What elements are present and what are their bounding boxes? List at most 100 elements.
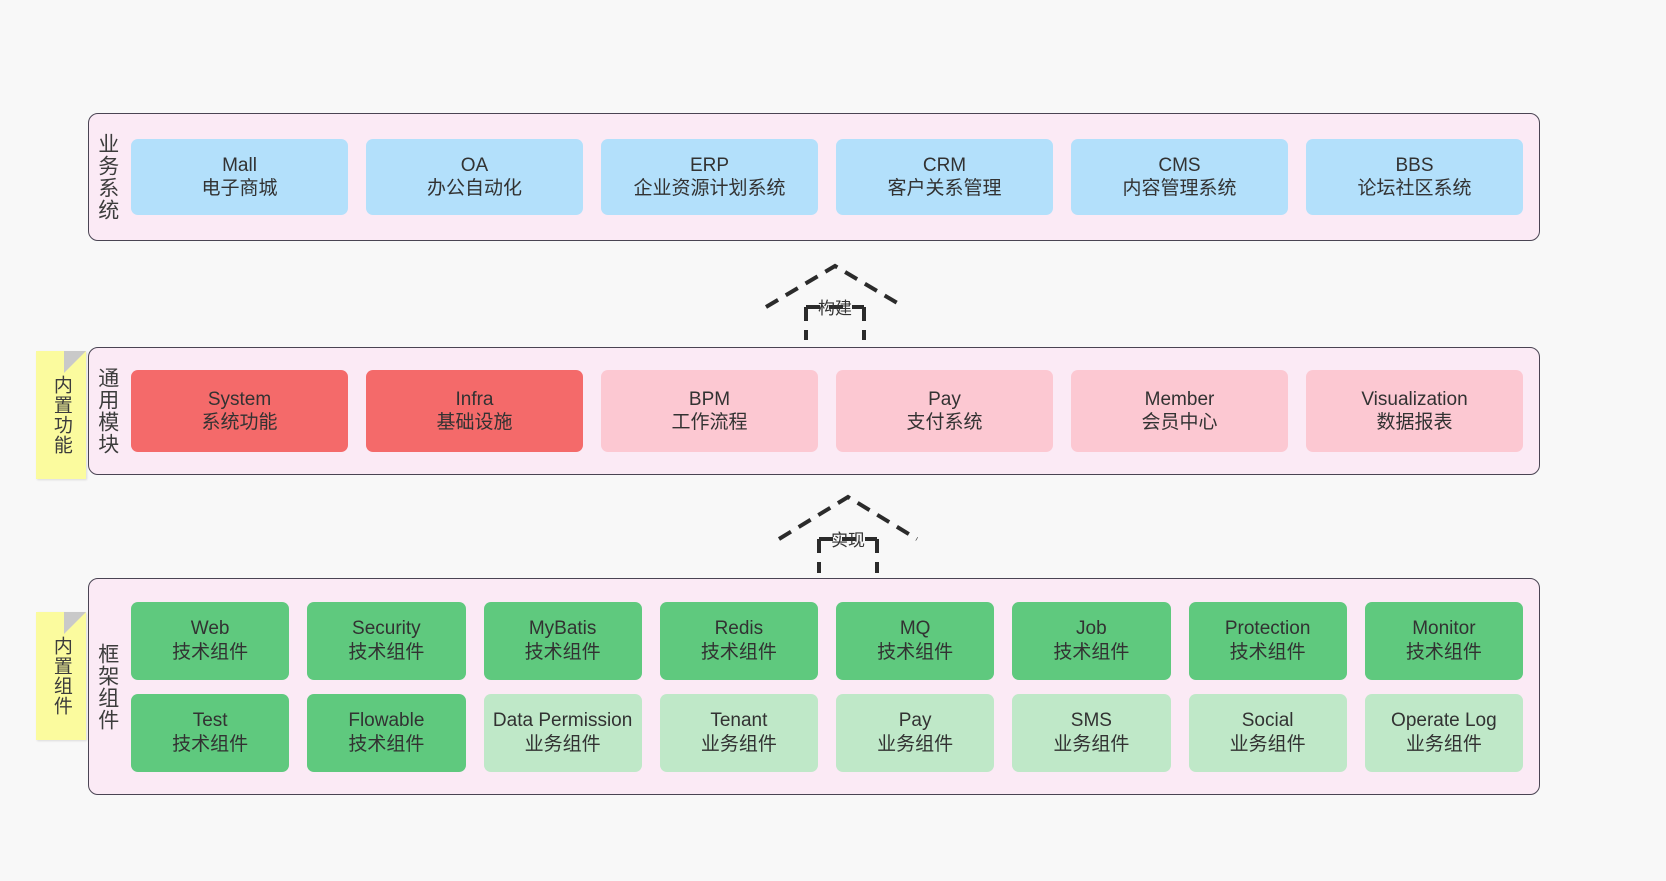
cell-security[interactable]: Security 技术组件	[307, 601, 466, 680]
connector-label-build: 构建	[818, 299, 852, 318]
cell-subtitle: 电子商城	[201, 178, 278, 199]
cell-subtitle: 企业资源计划系统	[633, 178, 786, 199]
connector-label-implement: 实现	[831, 531, 865, 550]
cell-title: Operate Log	[1391, 710, 1497, 732]
cell-cms[interactable]: CMS 内容管理系统	[1071, 139, 1288, 215]
cell-subtitle: 业务组件	[877, 733, 954, 755]
cell-subtitle: 系统功能	[201, 412, 278, 433]
layer-framework-component: 框架组件 Web 技术组件 Security 技术组件 MyBatis 技术组件…	[88, 578, 1540, 795]
cell-crm[interactable]: CRM 客户关系管理	[836, 139, 1053, 215]
cell-monitor[interactable]: Monitor 技术组件	[1364, 601, 1523, 680]
cell-subtitle: 技术组件	[348, 733, 425, 755]
cell-title: BBS	[1395, 154, 1434, 176]
layer-label-business-system: 业务系统	[95, 133, 119, 221]
cell-subtitle: 业务组件	[1405, 733, 1482, 755]
cell-subtitle: 基础设施	[436, 412, 513, 433]
cell-title: System	[207, 388, 272, 410]
generalization-arrow-icon	[764, 263, 906, 340]
cell-subtitle: 技术组件	[1405, 641, 1482, 663]
cell-title: OA	[460, 154, 489, 176]
cell-subtitle: 数据报表	[1376, 412, 1453, 433]
cell-mybatis[interactable]: MyBatis 技术组件	[483, 601, 642, 680]
cell-infra[interactable]: Infra 基础设施	[366, 370, 583, 452]
cell-subtitle: 客户关系管理	[887, 178, 1002, 199]
cell-row: Mall 电子商城 OA 办公自动化 ERP 企业资源计划系统 CRM 客户关系…	[131, 139, 1523, 215]
cell-job[interactable]: Job 技术组件	[1012, 601, 1171, 680]
cell-social[interactable]: Social 业务组件	[1188, 693, 1347, 772]
cell-title: MyBatis	[528, 618, 597, 640]
cell-subtitle: 技术组件	[172, 641, 249, 663]
connector-build: 构建	[762, 262, 908, 340]
cell-title: Visualization	[1361, 388, 1468, 410]
cell-row: System 系统功能 Infra 基础设施 BPM 工作流程 Pay 支付系统…	[131, 370, 1523, 452]
cell-sms[interactable]: SMS 业务组件	[1012, 693, 1171, 772]
cell-subtitle: 工作流程	[671, 412, 748, 433]
cell-title: Mall	[222, 154, 257, 176]
sticky-note-builtin-feature: 内置功能	[36, 351, 86, 479]
cell-subtitle: 技术组件	[700, 641, 777, 663]
cell-subtitle: 办公自动化	[426, 178, 522, 199]
cell-subtitle: 业务组件	[700, 733, 777, 755]
cell-title: Infra	[455, 388, 494, 410]
cell-test[interactable]: Test 技术组件	[131, 693, 290, 772]
cell-title: Data Permission	[492, 710, 633, 732]
cell-system[interactable]: System 系统功能	[131, 370, 348, 452]
cell-erp[interactable]: ERP 企业资源计划系统	[601, 139, 818, 215]
cell-title: Security	[352, 618, 421, 640]
generalization-arrow-icon	[777, 494, 919, 573]
cell-tenant[interactable]: Tenant 业务组件	[659, 693, 818, 772]
cell-subtitle: 会员中心	[1141, 412, 1218, 433]
cell-title: BPM	[688, 388, 731, 410]
cell-subtitle: 业务组件	[524, 733, 601, 755]
cell-subtitle: 论坛社区系统	[1357, 178, 1472, 199]
cell-data-permission[interactable]: Data Permission 业务组件	[483, 693, 642, 772]
cell-bpm[interactable]: BPM 工作流程	[601, 370, 818, 452]
cell-pay[interactable]: Pay 支付系统	[836, 370, 1053, 452]
sticky-note-builtin-component: 内置组件	[36, 612, 86, 740]
cell-row: Web 技术组件 Security 技术组件 MyBatis 技术组件 Redi…	[131, 601, 1523, 680]
cell-oa[interactable]: OA 办公自动化	[366, 139, 583, 215]
sticky-note-label: 内置组件	[50, 636, 72, 716]
cell-title: SMS	[1070, 710, 1112, 732]
cell-subtitle: 技术组件	[1229, 641, 1306, 663]
cell-operate-log[interactable]: Operate Log 业务组件	[1364, 693, 1523, 772]
cell-member[interactable]: Member 会员中心	[1071, 370, 1288, 452]
cell-visualization[interactable]: Visualization 数据报表	[1306, 370, 1523, 452]
cell-title: Job	[1076, 618, 1107, 640]
cell-title: ERP	[689, 154, 730, 176]
cell-title: Monitor	[1412, 618, 1476, 640]
layer-label-common-module: 通用模块	[95, 367, 119, 455]
cell-flowable[interactable]: Flowable 技术组件	[307, 693, 466, 772]
cell-row: Test 技术组件 Flowable 技术组件 Data Permission …	[131, 693, 1523, 772]
cell-bbs[interactable]: BBS 论坛社区系统	[1306, 139, 1523, 215]
cell-title: MQ	[899, 618, 931, 640]
cell-subtitle: 技术组件	[524, 641, 601, 663]
layer-business-system: 业务系统 Mall 电子商城 OA 办公自动化 ERP 企业资源计划系统 CRM…	[88, 113, 1540, 241]
layer-cells-framework-component: Web 技术组件 Security 技术组件 MyBatis 技术组件 Redi…	[125, 579, 1539, 794]
cell-title: Flowable	[348, 710, 425, 732]
cell-pay-component[interactable]: Pay 业务组件	[836, 693, 995, 772]
cell-title: CRM	[922, 154, 967, 176]
cell-title: Pay	[928, 388, 961, 410]
cell-subtitle: 业务组件	[1229, 733, 1306, 755]
layer-cells-business-system: Mall 电子商城 OA 办公自动化 ERP 企业资源计划系统 CRM 客户关系…	[125, 114, 1539, 240]
cell-title: Social	[1241, 710, 1294, 732]
cell-title: Redis	[714, 618, 764, 640]
connector-implement: 实现	[775, 492, 921, 574]
cell-protection[interactable]: Protection 技术组件	[1188, 601, 1347, 680]
cell-title: CMS	[1158, 154, 1201, 176]
cell-title: Tenant	[710, 710, 768, 732]
cell-subtitle: 内容管理系统	[1122, 178, 1237, 199]
cell-subtitle: 技术组件	[877, 641, 954, 663]
cell-mq[interactable]: MQ 技术组件	[836, 601, 995, 680]
cell-subtitle: 技术组件	[1053, 641, 1130, 663]
cell-title: Member	[1144, 388, 1215, 410]
cell-redis[interactable]: Redis 技术组件	[659, 601, 818, 680]
cell-subtitle: 技术组件	[348, 641, 425, 663]
cell-subtitle: 支付系统	[906, 412, 983, 433]
cell-mall[interactable]: Mall 电子商城	[131, 139, 348, 215]
layer-cells-common-module: System 系统功能 Infra 基础设施 BPM 工作流程 Pay 支付系统…	[125, 348, 1539, 474]
cell-web[interactable]: Web 技术组件	[131, 601, 290, 680]
cell-subtitle: 业务组件	[1053, 733, 1130, 755]
